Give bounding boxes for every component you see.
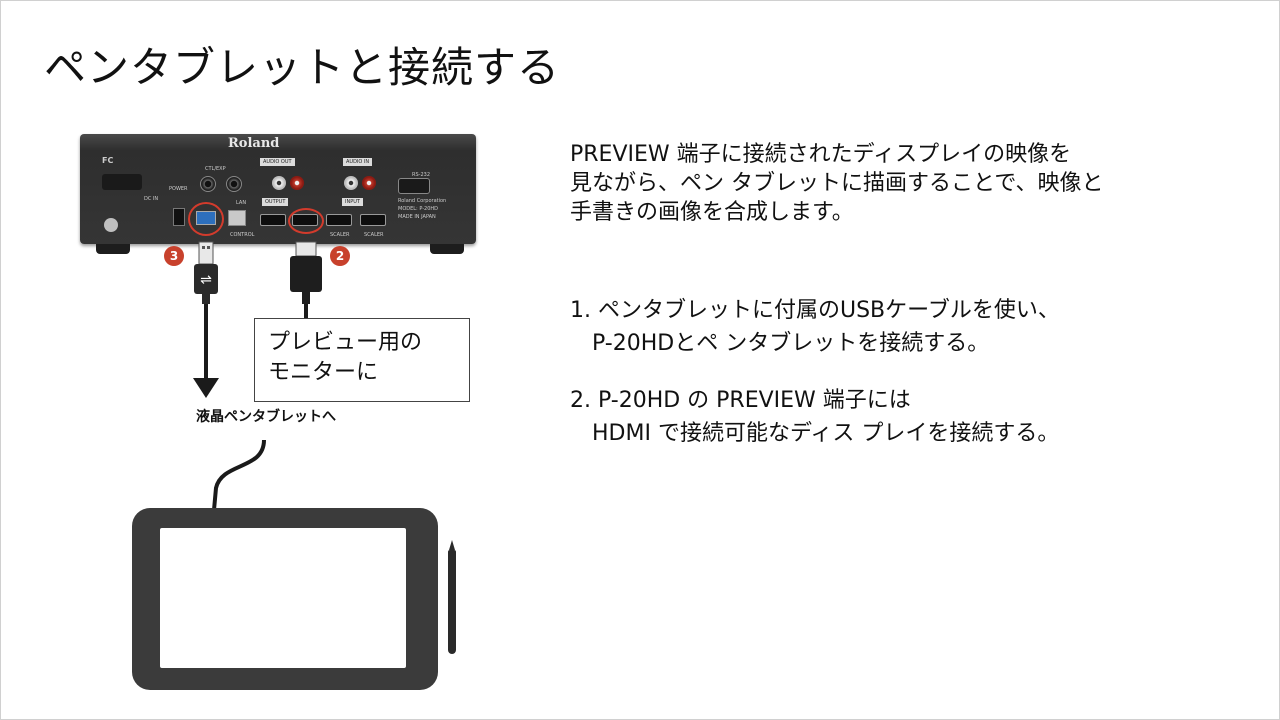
description-line-2: 見ながら、ペン タブレットに描画することで、映像と: [570, 171, 1104, 196]
hdmi-input-2: [360, 214, 386, 226]
power-switch: [173, 208, 185, 226]
description-line-3: 手書きの画像を合成します。: [570, 200, 854, 225]
usb-connector: ⇌: [194, 241, 218, 304]
step-1-line-1: 1. ペンタブレットに付属のUSBケーブルを使い、: [570, 298, 1060, 323]
label-audio-in: AUDIO IN: [343, 158, 373, 166]
label-dc-in: DC IN: [144, 196, 159, 202]
hdmi-connector: [290, 241, 322, 304]
slide-title: ペンタブレットと接続する: [44, 43, 561, 92]
ctl-exp-jack-1: [226, 176, 242, 192]
callout-line-2: モニターに: [268, 360, 379, 385]
step-2-line-1: 2. P-20HD の PREVIEW 端子には: [570, 388, 911, 413]
dc-in-socket: [102, 174, 142, 190]
tablet-cable: [212, 439, 266, 511]
description-line-1: PREVIEW 端子に接続されたディスプレイの映像を: [570, 142, 1072, 167]
device-rear-panel: Roland FC CTL/EXP AUDIO OUT AUDIO IN RS-…: [80, 134, 476, 244]
pen-tablet: [132, 508, 438, 690]
ground-screw: [104, 218, 118, 232]
step-1-line-2: P-20HDとペ ンタブレットを接続する。: [592, 331, 990, 356]
hdmi-output-1: [260, 214, 286, 226]
audio-out-r: [272, 176, 286, 190]
label-scaler-2: SCALER: [364, 232, 384, 238]
label-power: POWER: [169, 186, 188, 192]
hdmi-highlight-ring: [288, 208, 324, 234]
audio-in-l: [362, 176, 376, 190]
label-control: CONTROL: [230, 232, 255, 238]
step-badge-hdmi: 2: [330, 246, 350, 266]
label-scaler-1: SCALER: [330, 232, 350, 238]
audio-out-l: [290, 176, 304, 190]
label-audio-out: AUDIO OUT: [260, 158, 295, 166]
step-2-line-2: HDMI で接続可能なディス プレイを接続する。: [592, 421, 1060, 446]
step-1: 1. ペンタブレットに付属のUSBケーブルを使い、 P-20HDとペ ンタブレッ…: [570, 294, 1060, 360]
description-text: PREVIEW 端子に接続されたディスプレイの映像を 見ながら、ペン タブレット…: [570, 140, 1210, 227]
label-model: MODEL: P-20HD: [398, 206, 438, 212]
callout-line-1: プレビュー用の: [268, 330, 423, 355]
usb-highlight-ring: [188, 202, 224, 236]
device-foot-left: [96, 244, 130, 254]
label-ctl-exp: CTL/EXP: [205, 166, 226, 172]
step-2: 2. P-20HD の PREVIEW 端子には HDMI で接続可能なディス …: [570, 384, 1059, 450]
preview-monitor-callout: プレビュー用の モニターに: [254, 318, 470, 402]
fc-mark: FC: [102, 156, 114, 165]
audio-in-r: [344, 176, 358, 190]
label-output: OUTPUT: [262, 198, 289, 206]
rs232-port: [398, 178, 430, 194]
tablet-caption: 液晶ペンタブレットへ: [196, 409, 336, 425]
down-arrow-icon: [193, 378, 219, 398]
ctl-exp-jack-2: [200, 176, 216, 192]
device-foot-right: [430, 244, 464, 254]
label-input: INPUT: [342, 198, 363, 206]
step-badge-usb: 3: [164, 246, 184, 266]
hdmi-input-1: [326, 214, 352, 226]
pen-tablet-screen: [160, 528, 406, 668]
svg-text:⇌: ⇌: [200, 272, 212, 288]
brand-logo: Roland: [228, 136, 280, 151]
label-rs232: RS-232: [412, 172, 430, 178]
lan-port: [228, 210, 246, 226]
label-made-in: MADE IN JAPAN: [398, 214, 436, 220]
label-lan: LAN: [236, 200, 247, 206]
label-corporation: Roland Corporation: [398, 198, 447, 204]
stylus-pen-icon: [448, 540, 456, 654]
